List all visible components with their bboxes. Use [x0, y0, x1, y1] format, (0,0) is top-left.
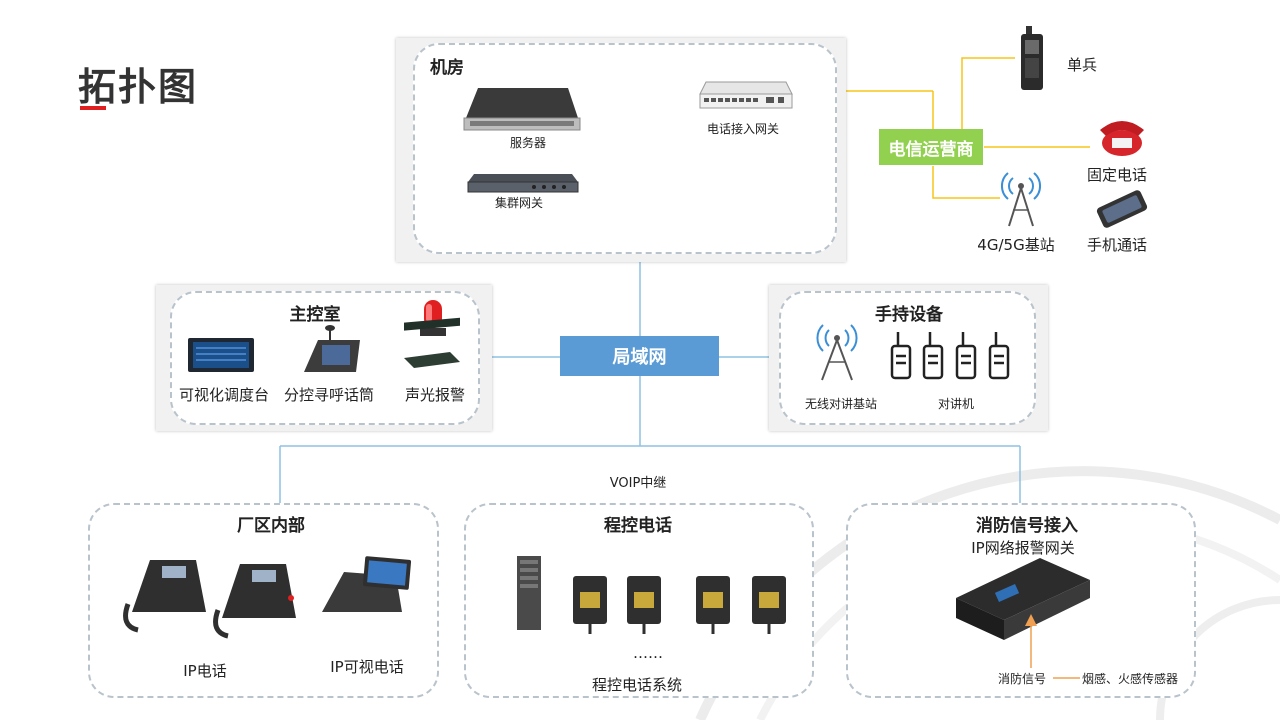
carrier-label: 电信运营商: [888, 139, 974, 160]
ip-phone-1-icon: [123, 560, 206, 633]
paging-microphone-label: 分控寻呼话筒: [283, 386, 375, 404]
machine-room-title: 机房: [430, 58, 464, 78]
pbx-ellipsis: ……: [633, 644, 663, 662]
alarm-light-icon: [404, 300, 460, 368]
explosion-proof-phone-1-icon: [573, 576, 607, 634]
title-underline: [80, 106, 106, 110]
walkie-talkie-label: 对讲机: [937, 397, 975, 411]
fire-gateway-label: IP网络报警网关: [971, 539, 1075, 557]
base-station-icon: [1001, 172, 1041, 227]
server-icon: [463, 88, 581, 131]
page-title: 拓扑图: [78, 65, 199, 109]
fire-sensors-label: 烟感、火感传感器: [1082, 672, 1179, 686]
machine-room-border: [413, 43, 837, 254]
walkie-talkie-icons: [890, 332, 1010, 380]
pbx-cabinet-icon: [517, 556, 541, 630]
dispatch-console-icon: [188, 338, 254, 372]
paging-microphone-icon: [304, 325, 360, 372]
handheld-title: 手持设备: [875, 305, 943, 325]
pbx-system-label: 程控电话系统: [591, 676, 683, 694]
fire-title: 消防信号接入: [976, 516, 1078, 536]
fixed-phone-icon: [1100, 121, 1144, 156]
explosion-proof-phone-3-icon: [696, 576, 730, 634]
soldier-radio-icon: [1021, 26, 1043, 90]
signal-arrow-head: [1025, 614, 1037, 626]
fire-signal-label: 消防信号: [998, 672, 1047, 686]
walkie-talkie-3-icon: [955, 332, 977, 380]
handheld-border: [779, 291, 1036, 425]
lan-label: 局域网: [612, 347, 667, 368]
phone-gateway-icon: [699, 81, 793, 109]
base-station-label: 4G/5G基站: [977, 236, 1055, 254]
pbx-title: 程控电话: [604, 516, 672, 536]
mobile-call-label: 手机通话: [1086, 236, 1148, 254]
lan-box: 局域网: [560, 336, 719, 376]
cluster-gateway-label: 集群网关: [494, 196, 544, 210]
control-room-title: 主控室: [289, 305, 341, 325]
radio-base-station-icon: [816, 324, 858, 381]
soldier-label: 单兵: [1067, 56, 1098, 74]
carrier-box: 电信运营商: [879, 129, 983, 165]
mobile-phone-icon: [1096, 190, 1148, 228]
factory-title: 厂区内部: [237, 516, 305, 536]
alarm-label: 声光报警: [404, 386, 466, 404]
walkie-talkie-4-icon: [988, 332, 1010, 380]
ip-video-phone-label: IP可视电话: [330, 658, 404, 676]
fixed-phone-label: 固定电话: [1086, 166, 1148, 184]
ip-phone-label: IP电话: [183, 662, 227, 680]
ip-phone-2-icon: [213, 564, 296, 639]
radio-base-station-label: 无线对讲基站: [804, 397, 878, 411]
walkie-talkie-1-icon: [890, 332, 912, 380]
ip-video-phone-icon: [322, 556, 412, 612]
explosion-proof-phone-2-icon: [627, 576, 661, 634]
dispatch-console-label: 可视化调度台: [178, 386, 270, 404]
voip-label: VOIP中继: [609, 476, 667, 491]
phone-gateway-label: 电话接入网关: [706, 122, 780, 136]
server-label: 服务器: [509, 136, 547, 150]
explosion-proof-phone-4-icon: [752, 576, 786, 634]
alarm-gateway-icon: [956, 558, 1090, 640]
walkie-talkie-2-icon: [922, 332, 944, 380]
cluster-gateway-icon: [467, 174, 579, 193]
